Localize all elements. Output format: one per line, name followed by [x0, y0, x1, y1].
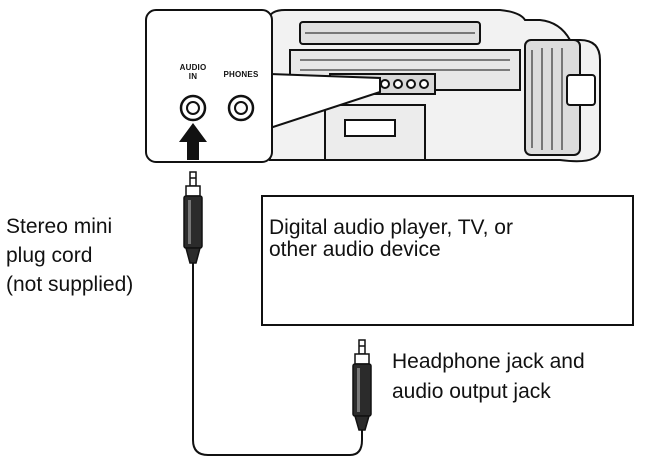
jack-zoom-panel [145, 9, 273, 163]
audio-device-box: Digital audio player, TV, or other audio… [261, 195, 634, 326]
top-plug [183, 171, 203, 264]
cord-caption: Stereo mini plug cord (not supplied) [6, 215, 134, 296]
insert-arrow-icon [179, 123, 207, 160]
cord-cable [192, 263, 363, 456]
device-caption: Digital audio player, TV, or other audio… [269, 216, 513, 261]
phones-label: PHONES [223, 70, 259, 79]
bottom-plug [352, 339, 372, 431]
jack-caption: Headphone jack and audio output jack [392, 350, 585, 403]
audio-in-label: AUDIO IN [179, 63, 207, 81]
